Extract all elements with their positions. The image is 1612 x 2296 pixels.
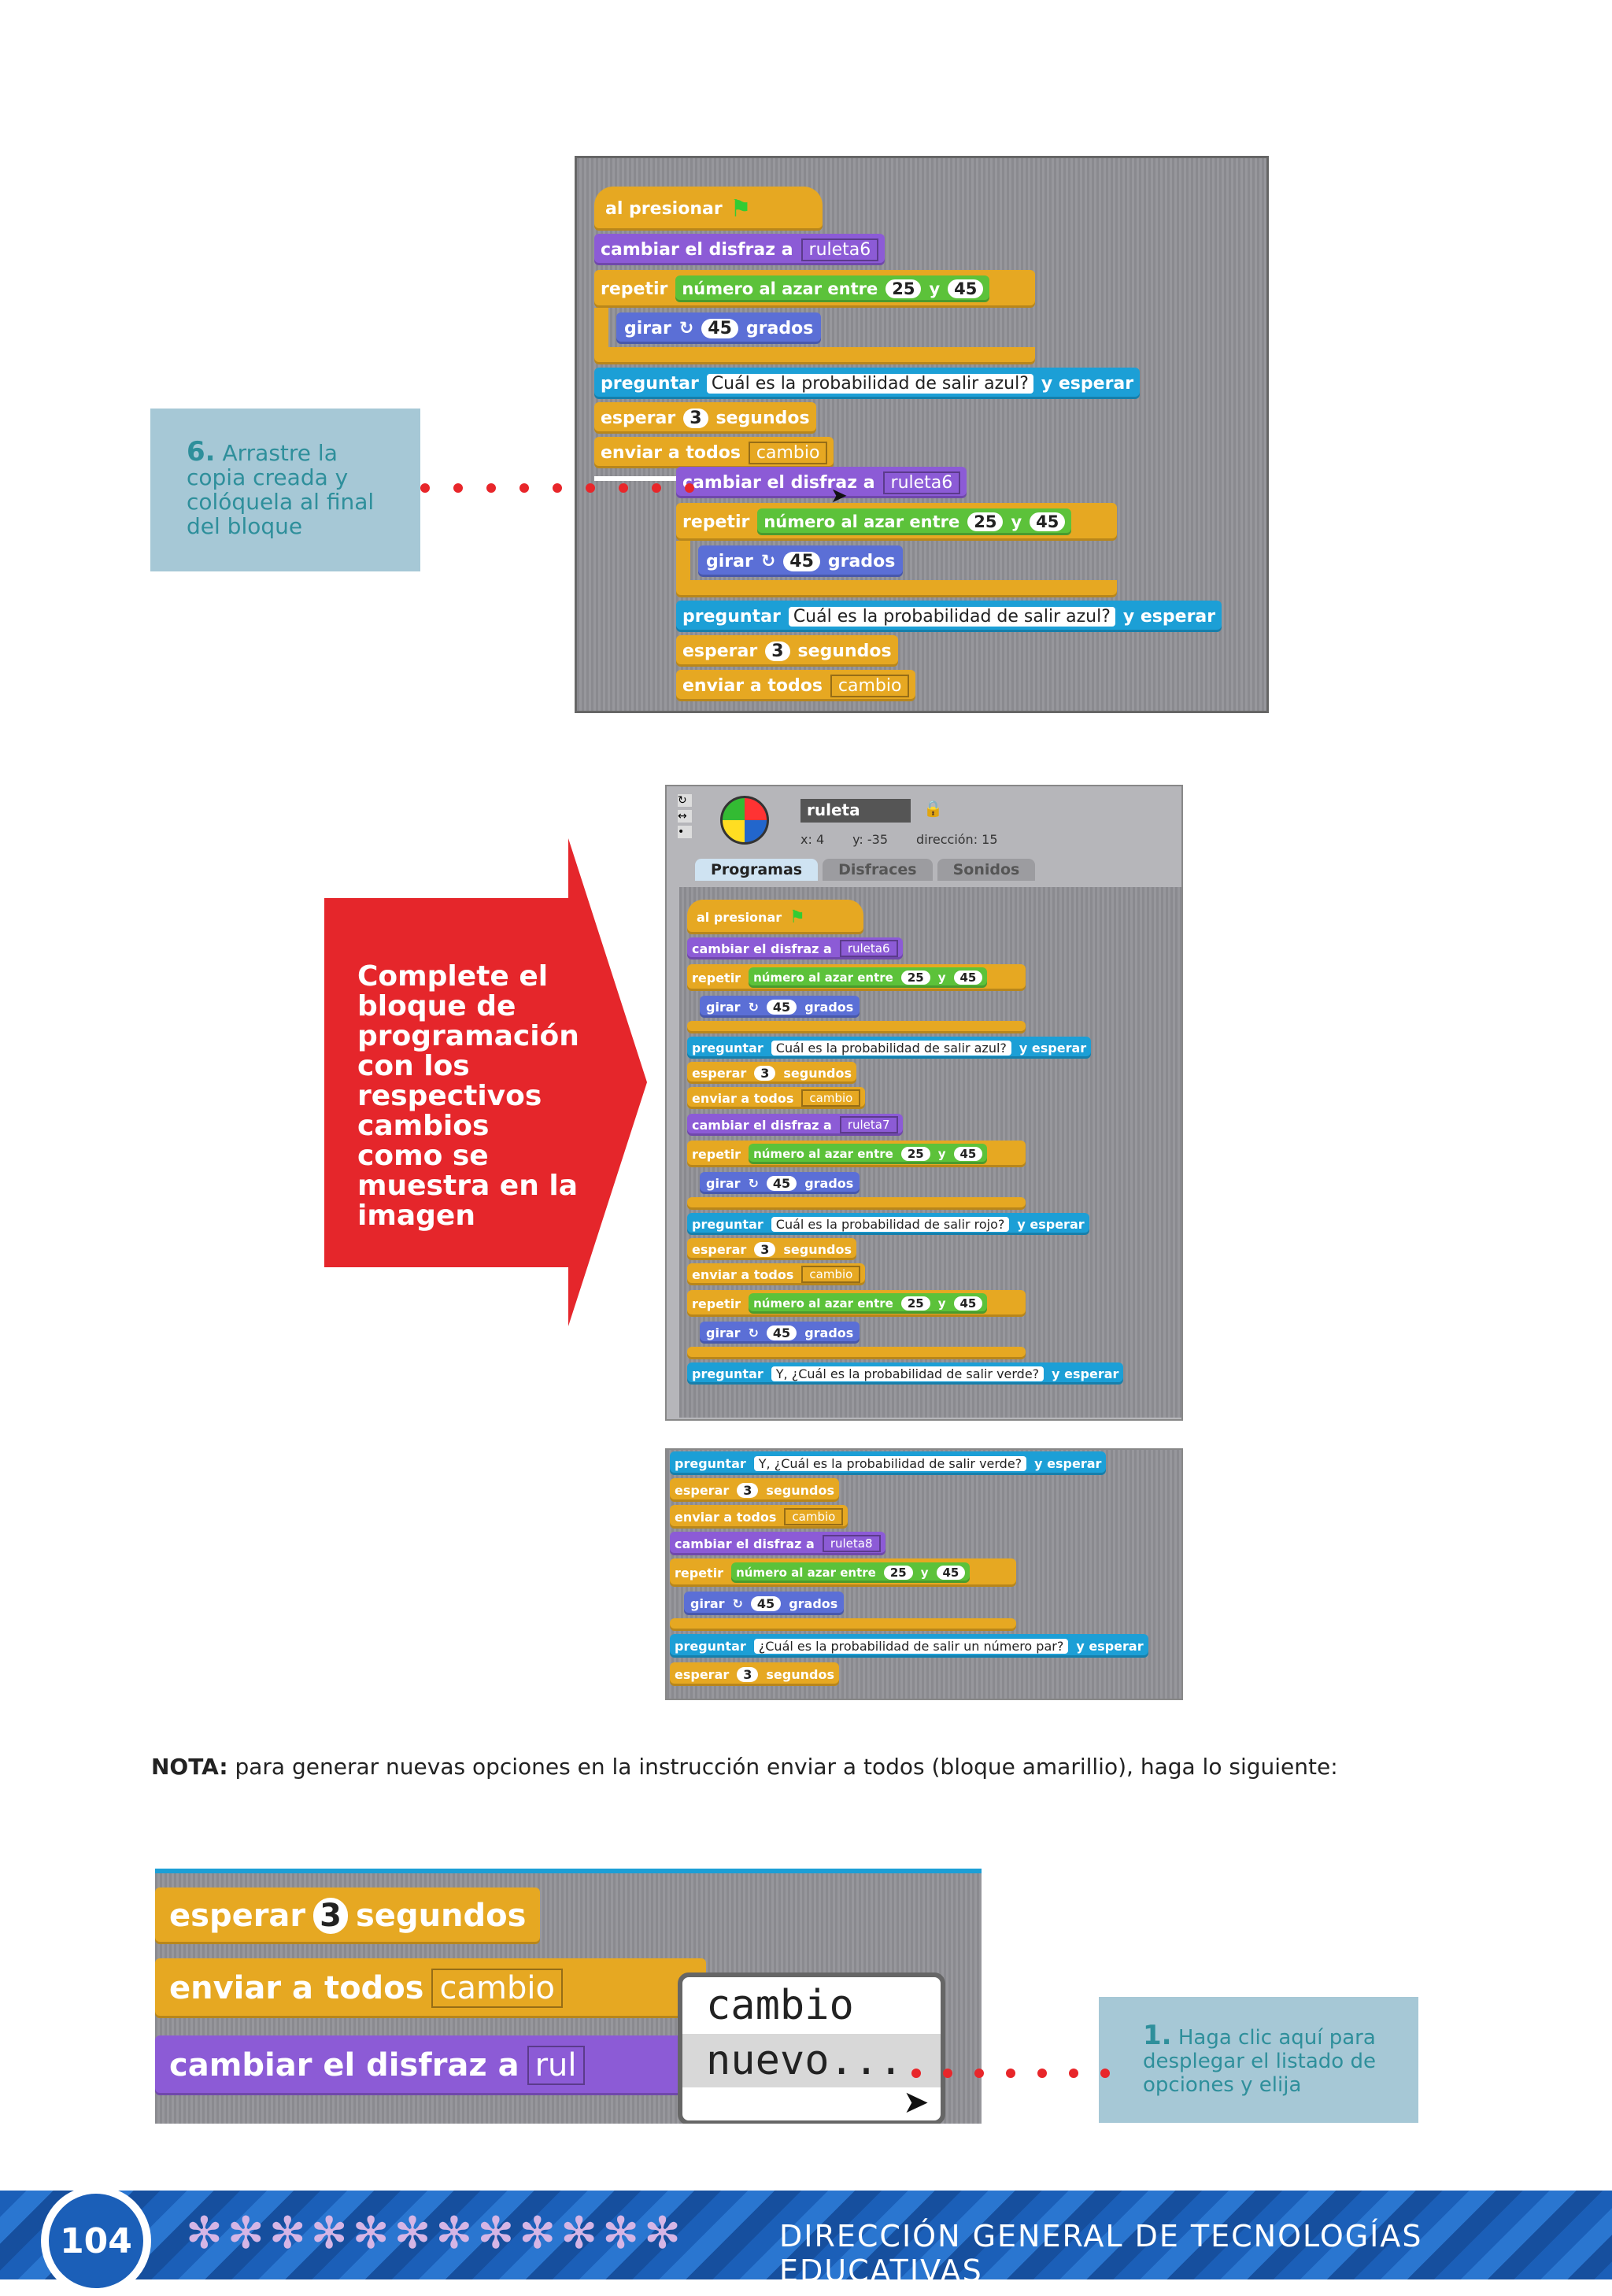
repeat-end <box>687 1197 1026 1210</box>
nota-label: NOTA: <box>151 1754 228 1780</box>
flag-icon: ⚑ <box>730 194 752 223</box>
repeat-arm <box>594 308 608 350</box>
red-arrow-shape <box>324 838 647 1326</box>
tab-programas[interactable]: Programas <box>695 859 819 881</box>
y-readout: y: -35 <box>852 832 889 847</box>
rotation-style-icons[interactable]: ↻↔• <box>678 794 692 849</box>
repeat-end <box>687 1347 1026 1359</box>
nota-paragraph: NOTA: para generar nuevas opciones en la… <box>151 1754 1442 1780</box>
ask-block[interactable]: preguntar¿Cuál es la probabilidad de sal… <box>670 1634 1148 1658</box>
lock-icon[interactable]: 🔒 <box>923 799 943 818</box>
page-number: 104 <box>49 2194 143 2288</box>
callout-step-6: 6. Arrastre la copia creada y colóquela … <box>150 409 420 571</box>
menu-item-nuevo[interactable]: nuevo... <box>682 2034 941 2087</box>
page-number-badge: 104 <box>41 2186 151 2296</box>
sprite-name-field[interactable]: ruleta <box>800 799 911 823</box>
repeat-end <box>687 1021 1026 1033</box>
repeat-copy-end <box>676 580 1117 597</box>
cursor-icon: ➤ <box>830 484 848 508</box>
nota-text: para generar nuevas opciones en la instr… <box>235 1754 1338 1780</box>
when-flag-block[interactable]: al presionar⚑ <box>594 187 823 231</box>
footer-band: 104 ✻✻✻✻✻✻✻✻✻✻✻✻ DIRECCIÓN GENERAL DE TE… <box>0 2186 1612 2296</box>
figure-pattern-icons: ✻✻✻✻✻✻✻✻✻✻✻✻ <box>186 2208 686 2259</box>
red-arrow-text: Complete el bloque de programación con l… <box>357 960 579 1232</box>
when-flag-block[interactable]: al presionar⚑ <box>687 900 863 934</box>
scratch-editor: ruleta 🔒 x: 4 y: -35 dirección: 15 ↻↔• P… <box>665 785 1183 1421</box>
broadcast-dropdown-menu[interactable]: cambio nuevo... <box>678 1972 945 2124</box>
footer-title: DIRECCIÓN GENERAL DE TECNOLOGÍAS EDUCATI… <box>779 2219 1423 2288</box>
menu-item-cambio[interactable]: cambio <box>706 1982 854 2029</box>
callout-step-1: 1. Haga clic aquí para desplegar el list… <box>1099 1997 1418 2123</box>
direction-readout: dirección: 15 <box>916 832 998 847</box>
x-readout: x: 4 <box>800 832 825 847</box>
drop-indicator <box>594 476 712 481</box>
sprite-thumbnail <box>720 796 769 845</box>
repeat-end <box>594 347 1035 364</box>
tab-sonidos[interactable]: Sonidos <box>937 859 1036 881</box>
cursor-icon: ➤ <box>903 2084 930 2120</box>
repeat-copy-arm <box>676 541 690 583</box>
tab-disfraces[interactable]: Disfraces <box>823 859 933 881</box>
repeat-end <box>670 1618 1016 1631</box>
